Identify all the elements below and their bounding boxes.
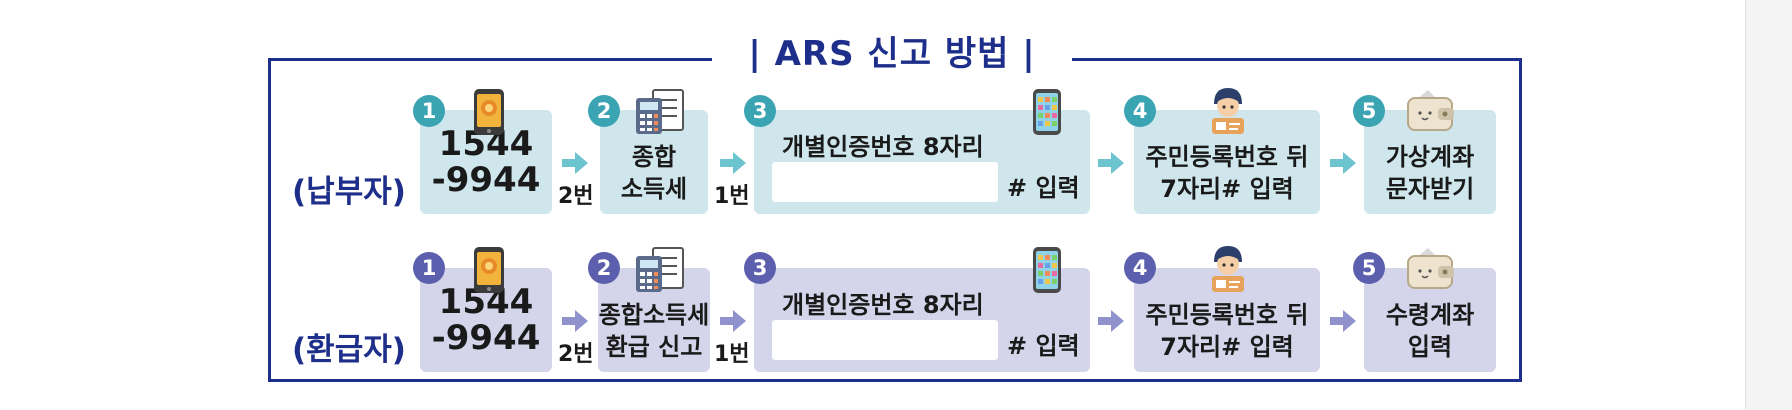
- arrow-2: [720, 310, 746, 332]
- step-2-badge: 2: [588, 252, 620, 284]
- step-3-title: 개별인증번호 8자리: [782, 133, 984, 161]
- calculator-document-icon: [636, 89, 684, 134]
- arrow-4: [1330, 310, 1356, 332]
- step-3-badge: 3: [744, 95, 776, 127]
- cert-number-input: [772, 320, 998, 360]
- row-label: (환급자): [292, 332, 406, 368]
- step-5-line-2: 문자받기: [1385, 175, 1475, 203]
- step-4-line-1: 주민등록번호 뒤: [1145, 143, 1309, 171]
- key-label-2: 1번: [714, 342, 750, 367]
- right-scroll-strip: [1745, 0, 1792, 410]
- step-2-line-2: 환급 신고: [605, 333, 703, 361]
- step-1-badge: 1: [413, 252, 445, 284]
- arrow-4: [1330, 152, 1356, 174]
- step-2-badge: 2: [588, 95, 620, 127]
- row-label: (납부자): [292, 174, 406, 210]
- step-1-line-2: -9944: [431, 318, 541, 358]
- calculator-document-icon: [636, 247, 684, 292]
- step-2-line-2: 소득세: [620, 175, 688, 203]
- guide-title: | ARS 신고 방법 |: [712, 28, 1072, 80]
- arrow-1: [562, 310, 588, 332]
- step-4-line-1: 주민등록번호 뒤: [1145, 301, 1309, 329]
- step-5-line-1: 가상계좌: [1385, 143, 1475, 171]
- step-5-line-2: 입력: [1407, 333, 1453, 361]
- step-4-line-2: 7자리# 입력: [1160, 333, 1294, 361]
- mobile-phone-icon: [474, 247, 504, 293]
- step-4-line-2: 7자리# 입력: [1160, 175, 1294, 203]
- key-label-1: 2번: [558, 184, 594, 209]
- step-3-suffix: # 입력: [1007, 332, 1080, 360]
- step-5-line-1: 수령계좌: [1385, 301, 1475, 329]
- step-2-line-1: 종합소득세: [598, 301, 710, 329]
- mobile-phone-icon: [474, 89, 504, 135]
- smartphone-keypad-icon: [1033, 247, 1061, 293]
- person-with-id-card-icon: [1212, 88, 1244, 134]
- step-5-badge: 5: [1353, 95, 1385, 127]
- step-2-line-1: 종합: [631, 143, 677, 171]
- wallet-icon: [1407, 248, 1454, 289]
- step-3-badge: 3: [744, 252, 776, 284]
- cert-number-input: [772, 162, 998, 202]
- person-with-id-card-icon: [1212, 246, 1244, 292]
- arrow-2: [720, 152, 746, 174]
- step-1-badge: 1: [413, 95, 445, 127]
- key-label-1: 2번: [558, 342, 594, 367]
- wallet-icon: [1407, 90, 1454, 131]
- arrow-3: [1098, 310, 1124, 332]
- step-3-suffix: # 입력: [1007, 174, 1080, 202]
- arrow-3: [1098, 152, 1124, 174]
- step-5-badge: 5: [1353, 252, 1385, 284]
- smartphone-keypad-icon: [1033, 89, 1061, 135]
- step-4-badge: 4: [1124, 95, 1156, 127]
- step-4-badge: 4: [1124, 252, 1156, 284]
- step-4-box: 주민등록번호 뒤 7자리# 입력: [1134, 268, 1320, 372]
- step-1-line-2: -9944: [431, 160, 541, 200]
- key-label-2: 1번: [714, 184, 750, 209]
- arrow-1: [562, 152, 588, 174]
- step-3-title: 개별인증번호 8자리: [782, 291, 984, 319]
- step-5-box: 가상계좌 문자받기: [1364, 110, 1496, 214]
